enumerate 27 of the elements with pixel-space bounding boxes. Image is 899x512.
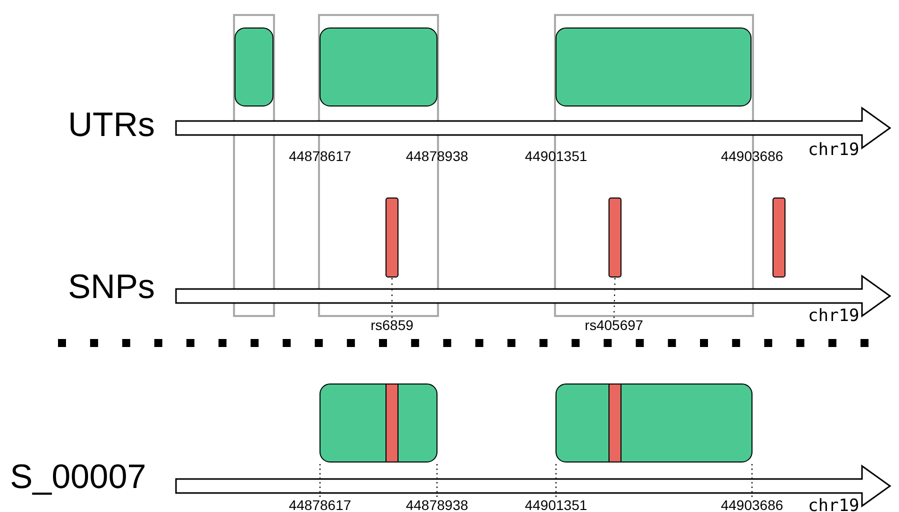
snp-stripe [386, 384, 398, 462]
utr-box [234, 28, 274, 106]
leader-line [614, 276, 616, 318]
coordinate-label: 44878938 [406, 149, 468, 163]
snp-id-label: rs405697 [584, 318, 644, 332]
coordinate-label: 44903686 [720, 498, 784, 512]
track-label: UTRs [68, 108, 155, 142]
snp-stripe [608, 384, 622, 462]
utr-box [320, 384, 438, 462]
snp-bar [386, 198, 398, 278]
snp-id-label: rs6859 [370, 318, 414, 332]
track-label: S_00007 [10, 460, 146, 494]
coordinate-label: 44878617 [288, 149, 352, 163]
coordinate-label: 44878938 [406, 498, 468, 512]
coordinate-label: 44903686 [720, 149, 784, 163]
chromosome-label: chr19 [808, 142, 860, 159]
track-label: SNPs [68, 270, 155, 304]
utr-box [320, 28, 438, 106]
chromosome-label: chr19 [808, 498, 860, 512]
utr-box [556, 28, 752, 106]
coordinate-label: 44901351 [524, 149, 588, 163]
utr-box [556, 384, 752, 462]
chromosome-label: chr19 [808, 308, 860, 325]
snp-bar [608, 198, 622, 278]
coordinate-label: 44901351 [524, 498, 588, 512]
snp-bar [772, 198, 786, 278]
coordinate-label: 44878617 [288, 498, 352, 512]
